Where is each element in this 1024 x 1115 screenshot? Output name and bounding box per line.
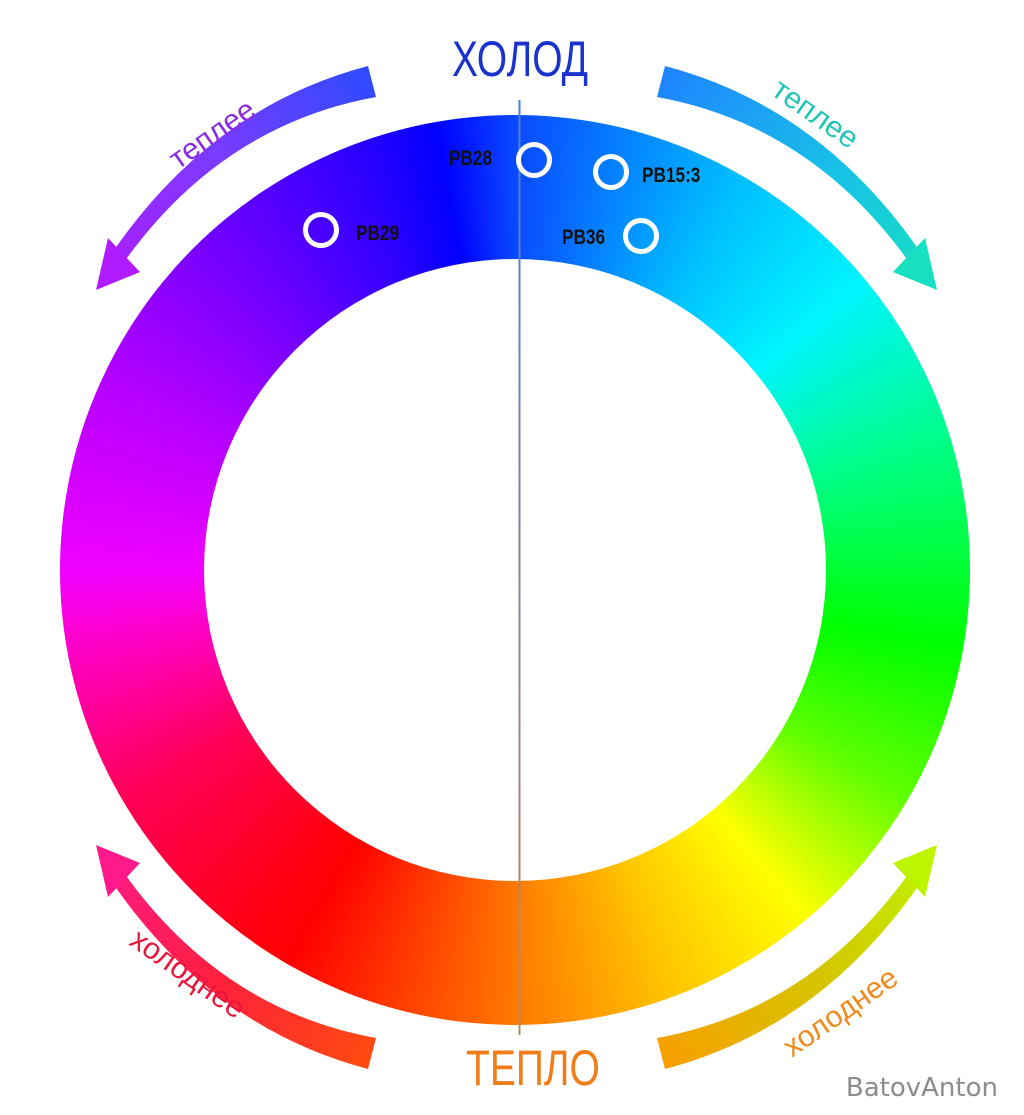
pigment-label-pb15-3: PB15:3 xyxy=(642,164,701,187)
cold-heading: ХОЛОД xyxy=(452,31,589,87)
pigment-label-pb29: PB29 xyxy=(356,222,400,245)
pigment-marker-pb28 xyxy=(516,142,552,178)
pigment-marker-pb36 xyxy=(623,218,659,254)
bottom-right-arrow-label: холоднее xyxy=(777,961,904,1064)
arrow-bottom-left xyxy=(96,845,376,1069)
warm-heading: ТЕПЛО xyxy=(466,1040,600,1096)
author-credit: BatovAnton xyxy=(845,1073,998,1103)
arrow-bottom-right xyxy=(657,845,937,1069)
pigment-label-pb28: PB28 xyxy=(449,147,493,170)
center-divider-line xyxy=(518,100,521,1035)
arrow-top-right xyxy=(657,66,937,290)
color-wheel-center xyxy=(204,259,826,881)
bottom-left-arrow-label: холоднее xyxy=(124,923,251,1026)
pigment-marker-pb29 xyxy=(303,212,339,248)
pigment-marker-pb15-3 xyxy=(593,154,629,190)
pigment-label-pb36: PB36 xyxy=(562,226,606,249)
arrow-top-left xyxy=(96,66,376,290)
